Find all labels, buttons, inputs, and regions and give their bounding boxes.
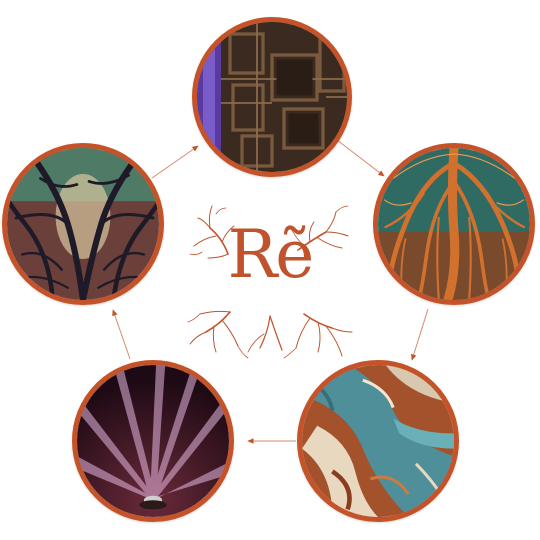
arrow-roots-to-marble (411, 308, 429, 361)
light-beams-photo (72, 360, 234, 522)
marbled-paint-photo (297, 360, 459, 522)
wooden-shelves-photo (192, 17, 352, 177)
re-logo: Rẽ (227, 216, 315, 293)
root-branches-icon (187, 205, 353, 359)
arrow-light-to-branches (112, 309, 131, 360)
metal-branches-photo (2, 143, 164, 305)
copper-roots-photo (373, 143, 535, 305)
